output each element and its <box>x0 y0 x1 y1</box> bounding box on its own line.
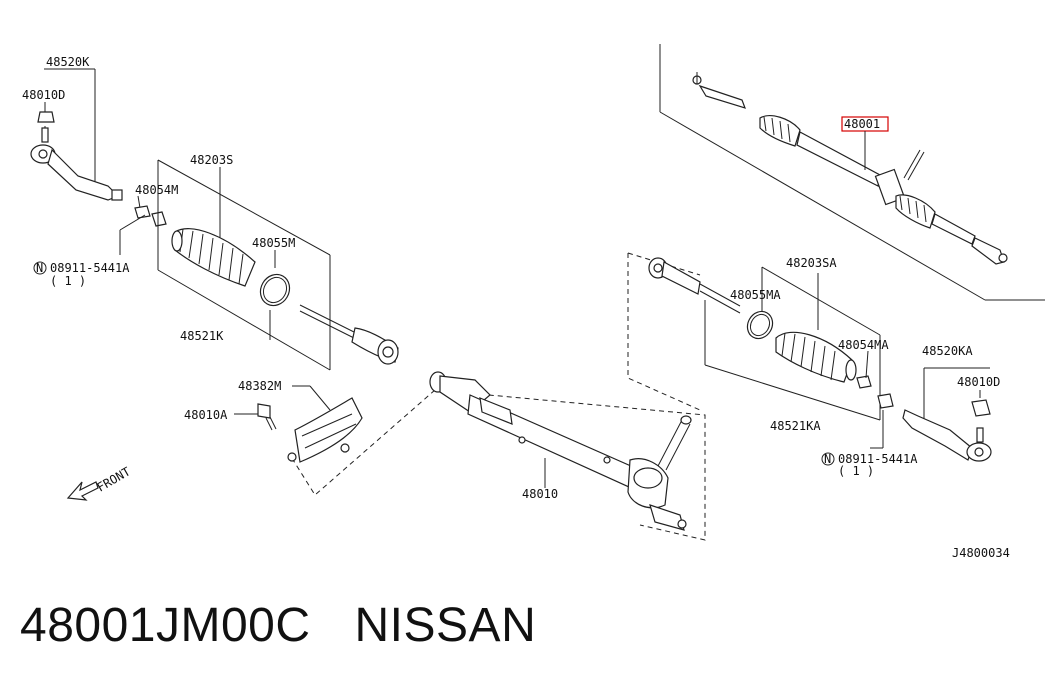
nut-48054M-group <box>119 195 167 255</box>
footer-title: 48001JM00C NISSAN <box>20 598 536 653</box>
label-48521KA: 48521KA <box>770 419 821 433</box>
svg-text:48001: 48001 <box>844 117 880 131</box>
inner-tie-rod-48521K <box>269 304 399 365</box>
boot-kit-48203S-frame <box>157 159 331 371</box>
label-48054MA: 48054MA <box>838 338 889 352</box>
part-number: 48001JM00C <box>20 599 311 652</box>
svg-text:N: N <box>36 261 43 275</box>
tie-rod-end-left <box>30 68 123 201</box>
label-diagram-id: J4800034 <box>952 546 1010 560</box>
label-front: FRONT <box>95 464 133 494</box>
boot-48203SA <box>775 331 857 383</box>
label-48382M: 48382M <box>238 379 281 393</box>
label-48010A: 48010A <box>184 408 228 422</box>
overview-steering-rack <box>692 72 1008 265</box>
boot-kit-48203SA-frame <box>704 266 881 421</box>
label-48054M: 48054M <box>135 183 178 197</box>
label-48520KA: 48520KA <box>922 344 973 358</box>
rack-housing-48010 <box>289 371 706 541</box>
inner-tie-rod-right-frame <box>627 252 741 411</box>
label-08911-left: 08911-5441A <box>50 261 130 275</box>
brand-name: NISSAN <box>354 599 537 652</box>
overview-frame <box>659 44 1045 301</box>
bolt-48010A <box>234 403 277 431</box>
label-qty-right: ( 1 ) <box>838 464 874 478</box>
nut-48054MA-group <box>856 350 894 449</box>
label-48520K: 48520K <box>46 55 90 69</box>
insulator-48382M <box>287 385 363 463</box>
highlighted-label-48001: 48001 <box>841 116 889 170</box>
clamp-48055MA <box>746 310 774 340</box>
n-symbol-left: N <box>33 261 47 275</box>
label-48010D-right: 48010D <box>957 375 1000 389</box>
tie-rod-end-right <box>902 367 992 462</box>
label-48203S: 48203S <box>190 153 233 167</box>
label-48010: 48010 <box>522 487 558 501</box>
label-48055MA: 48055MA <box>730 288 781 302</box>
clamp-48055M <box>259 273 291 307</box>
label-48010D-left: 48010D <box>22 88 65 102</box>
label-48055M: 48055M <box>252 236 295 250</box>
label-48203SA: 48203SA <box>786 256 837 270</box>
label-48521K: 48521K <box>180 329 224 343</box>
label-qty-left: ( 1 ) <box>50 274 86 288</box>
svg-text:N: N <box>824 452 831 466</box>
boot-48203S <box>171 228 256 287</box>
front-arrow <box>66 481 99 501</box>
label-08911-right: 08911-5441A <box>838 452 918 466</box>
n-symbol-right: N <box>821 452 835 466</box>
